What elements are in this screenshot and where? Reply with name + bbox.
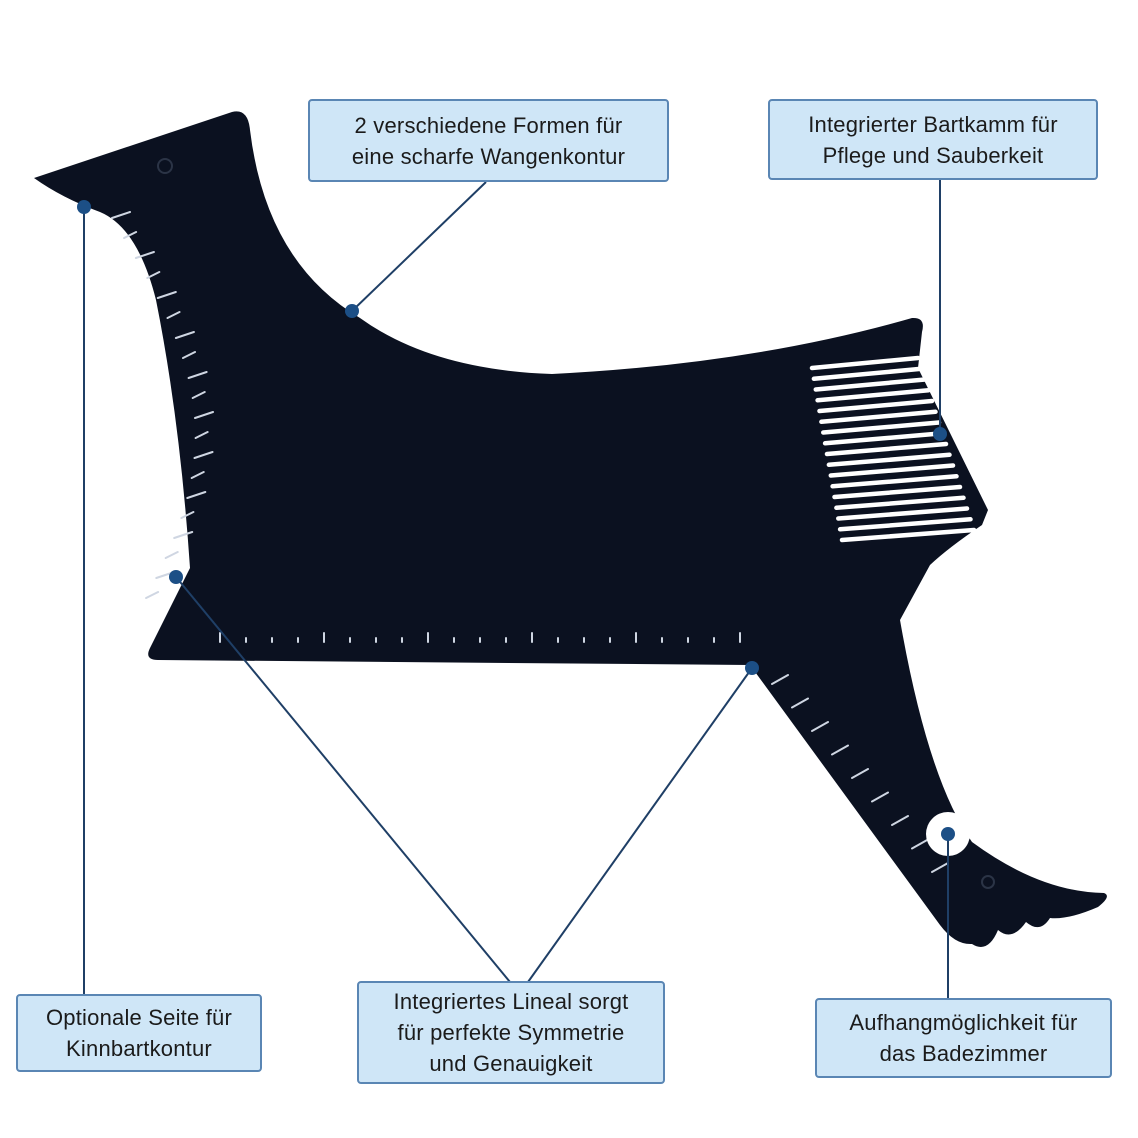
small-hole-bottom (981, 875, 995, 889)
callout-hanging-line2: das Badezimmer (879, 1041, 1048, 1066)
callout-cheek-line1: 2 verschiedene Formen für (354, 112, 623, 138)
dot-comb (933, 427, 947, 441)
callout-hanging-line1: Aufhangmöglichkeit für (849, 1010, 1078, 1035)
callout-ruler-line2: für perfekte Symmetrie (397, 1020, 625, 1045)
callout-ruler-line3: und Genauigkeit (429, 1051, 593, 1076)
comb-teeth (809, 355, 977, 543)
leader-lines (83, 180, 949, 998)
dot-chin-side (77, 200, 91, 214)
callout-beard-comb: Integrierter Bartkamm für Pflege und Sau… (768, 99, 1098, 180)
leader-dots (77, 200, 955, 841)
callout-ruler-line1: Integriertes Lineal sorgt (393, 989, 629, 1014)
dot-ruler-right (745, 661, 759, 675)
callout-cheek-contour: 2 verschiedene Formen für eine scharfe W… (308, 99, 669, 182)
dot-cheek (345, 304, 359, 318)
callout-chin-line1: Optionale Seite für (45, 1005, 233, 1030)
small-hole-top (157, 158, 173, 174)
callout-ruler: Integriertes Lineal sorgt für perfekte S… (357, 981, 665, 1084)
callout-chin-line2: Kinnbartkontur (66, 1036, 212, 1061)
ruler-ticks (111, 211, 949, 873)
dot-hanging-hole (941, 827, 955, 841)
callout-hanging: Aufhangmöglichkeit für das Badezimmer (815, 998, 1112, 1078)
callout-cheek-line2: eine scharfe Wangenkontur (351, 143, 626, 169)
dot-ruler-left (169, 570, 183, 584)
beard-shaping-tool (34, 111, 1107, 947)
callout-comb-line1: Integrierter Bartkamm für (808, 111, 1058, 137)
callout-comb-line2: Pflege und Sauberkeit (822, 142, 1044, 168)
callout-chin-contour: Optionale Seite für Kinnbartkontur (16, 994, 262, 1072)
